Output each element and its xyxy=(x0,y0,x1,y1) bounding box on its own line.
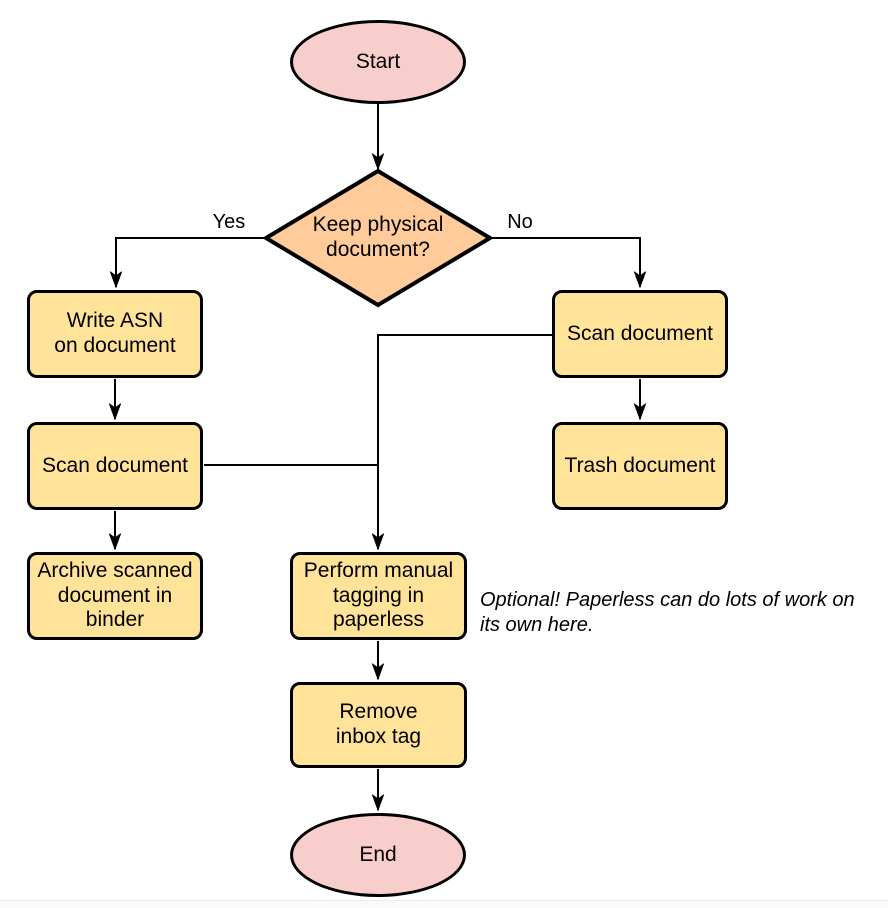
optional-note: Optional! Paperless can do lots of work … xyxy=(480,588,888,639)
start-label: Start xyxy=(355,49,401,73)
start-terminal-node: Start xyxy=(290,20,466,104)
write-asn-process-node: Write ASN on document xyxy=(27,290,203,378)
end-terminal-node: End xyxy=(290,813,466,897)
keep-physical-document-decision-node: Keep physical document? xyxy=(262,167,494,309)
viewport-bottom-edge xyxy=(0,900,888,908)
remove-inbox-tag-label: Remove inbox tag xyxy=(335,700,422,748)
edge-scan-right-to-perform-tagging xyxy=(378,334,552,549)
end-label: End xyxy=(359,842,397,866)
edge-decision-yes-to-write-asn xyxy=(116,237,266,287)
scan-document-left-label: Scan document xyxy=(42,453,188,477)
optional-note-line1: Optional! Paperless can do lots of work … xyxy=(480,589,855,611)
optional-note-line2: its own here. xyxy=(480,614,594,637)
remove-inbox-tag-process-node: Remove inbox tag xyxy=(290,682,467,768)
archive-scanned-document-process-node: Archive scanned document in binder xyxy=(27,552,203,640)
perform-manual-tagging-process-node: Perform manual tagging in paperless xyxy=(290,552,467,640)
no-branch-label: No xyxy=(507,211,533,233)
scan-document-right-label: Scan document xyxy=(567,321,713,345)
decision-diamond-shape xyxy=(262,168,494,308)
yes-branch-label: Yes xyxy=(212,211,246,233)
archive-label: Archive scanned document in binder xyxy=(37,558,193,632)
perform-tagging-label: Perform manual tagging in paperless xyxy=(303,558,454,632)
write-asn-label: Write ASN on document xyxy=(54,309,176,357)
edge-decision-no-to-scan-right xyxy=(490,237,640,287)
trash-document-process-node: Trash document xyxy=(552,422,728,510)
scan-document-left-process-node: Scan document xyxy=(27,422,203,510)
trash-document-label: Trash document xyxy=(564,453,716,477)
scan-document-right-process-node: Scan document xyxy=(552,290,728,378)
